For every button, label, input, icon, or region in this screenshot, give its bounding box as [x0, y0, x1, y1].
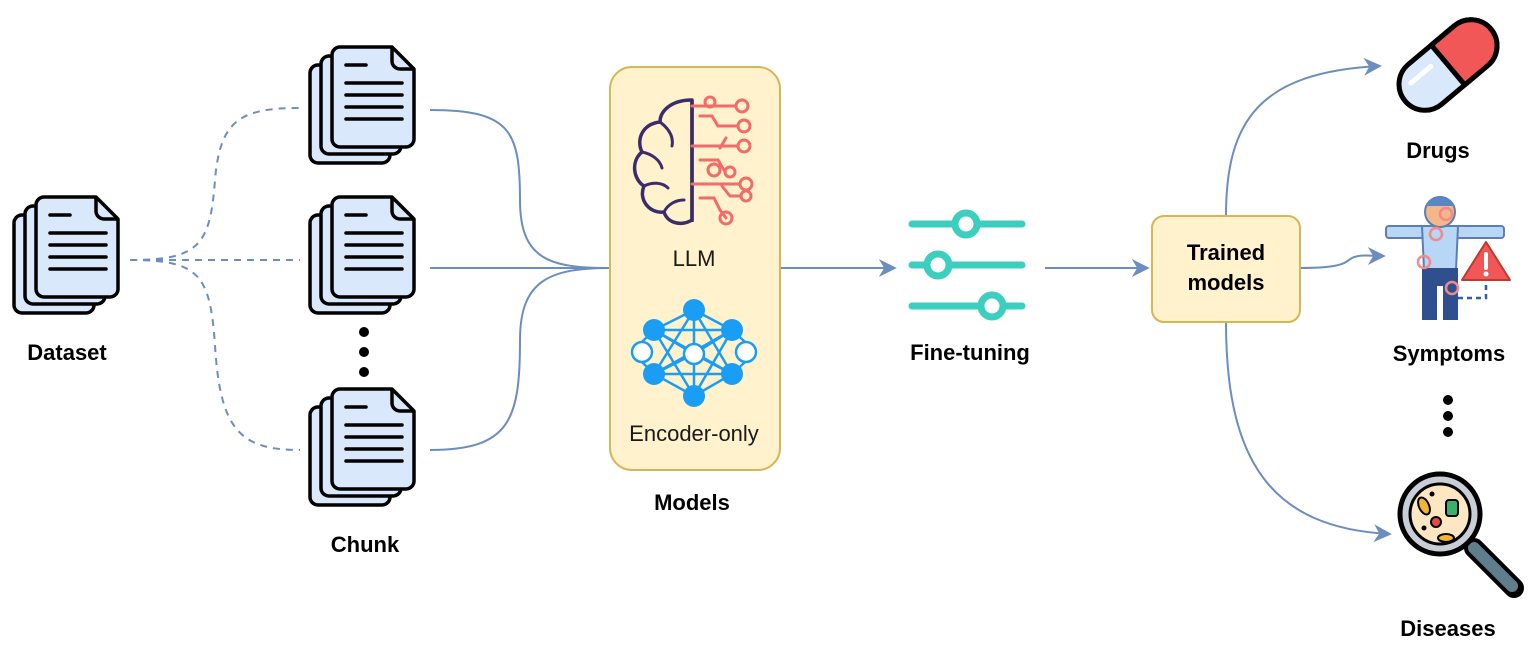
trained-models-box — [1151, 215, 1301, 323]
arrow-to-diseases — [1225, 321, 1392, 543]
sliders-icon — [908, 209, 1026, 321]
chunk-document-icon — [308, 195, 416, 315]
chunk-label: Chunk — [330, 532, 400, 557]
dataset-label: Dataset — [27, 340, 107, 365]
dataset-connectors — [129, 107, 301, 451]
chunk-to-models-connectors — [429, 109, 611, 451]
vertical-ellipsis-icon — [1443, 395, 1453, 437]
llm-label: LLM — [672, 246, 716, 271]
dataset-document-icon — [12, 195, 120, 315]
vertical-ellipsis-icon — [359, 327, 369, 377]
neural-network-icon — [630, 299, 758, 407]
chunk-document-icon — [308, 45, 416, 165]
magnifier-bacteria-icon — [1397, 471, 1524, 598]
symptoms-label: Symptoms — [1392, 341, 1506, 366]
arrow-to-drugs — [1225, 57, 1382, 217]
models-label: Models — [654, 490, 730, 515]
pill-capsule-icon — [1396, 17, 1500, 113]
encoder-only-label: Encoder-only — [629, 421, 759, 446]
diseases-label: Diseases — [1400, 616, 1496, 641]
chunk-document-icon — [308, 387, 416, 507]
drugs-label: Drugs — [1406, 138, 1470, 163]
fine-tuning-label: Fine-tuning — [910, 340, 1030, 365]
brain-circuit-icon — [632, 95, 754, 226]
trained-models-label: Trained models — [1152, 238, 1300, 298]
arrow-to-symptoms — [1299, 246, 1386, 269]
trained-models-line1: Trained — [1186, 240, 1266, 265]
person-pain-warning-icon — [1385, 196, 1511, 320]
trained-models-line2: models — [1187, 270, 1265, 295]
